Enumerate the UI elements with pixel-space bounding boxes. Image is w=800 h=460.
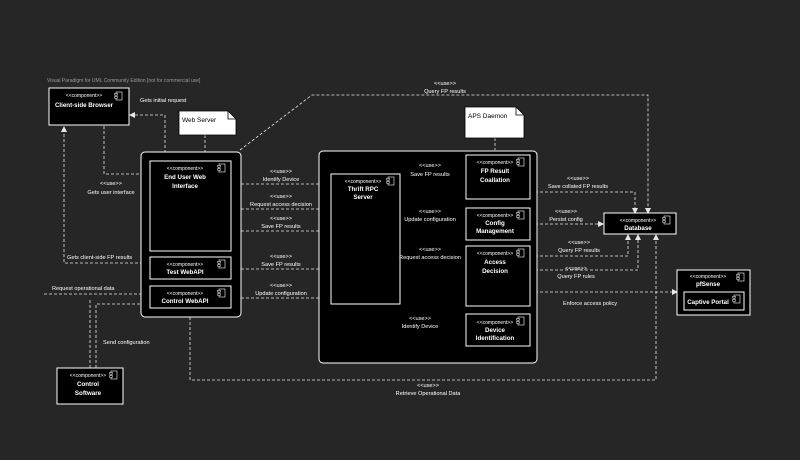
- component-config-management[interactable]: <<component>> Config Management: [465, 207, 531, 241]
- svg-text:pfSense: pfSense: [696, 281, 721, 288]
- svg-text:Captive Portal: Captive Portal: [687, 299, 729, 306]
- connector-labels: Gets initial request <<use>> Gets user i…: [52, 81, 617, 397]
- svg-text:<<use>>: <<use>>: [270, 169, 292, 175]
- svg-text:Device: Device: [485, 327, 506, 334]
- svg-text:Coallation: Coallation: [480, 177, 510, 184]
- component-end-user-web-interface[interactable]: <<component>> End User Web Interface: [149, 160, 232, 252]
- note-web-server: Web Server: [178, 110, 237, 136]
- label-identify-device-1: Identify Device: [263, 177, 300, 183]
- label-query-fp-results-2: Query FP results: [558, 248, 600, 254]
- svg-text:Interface: Interface: [172, 183, 198, 190]
- svg-text:<<component>>: <<component>>: [477, 251, 513, 257]
- label-persist-config: Persist config: [549, 217, 583, 223]
- label-request-operational: Request operational data: [52, 286, 115, 292]
- svg-text:<<use>>: <<use>>: [419, 209, 441, 215]
- svg-text:<<use>>: <<use>>: [417, 383, 439, 389]
- label-request-access-1: Request access decision: [250, 202, 312, 208]
- component-client-side-browser[interactable]: <<component>> Client-side Browser: [48, 87, 130, 126]
- svg-text:<<component>>: <<component>>: [690, 274, 726, 280]
- svg-text:<<component>>: <<component>>: [345, 179, 381, 185]
- svg-text:<<use>>: <<use>>: [565, 266, 587, 272]
- svg-text:<<component>>: <<component>>: [167, 291, 203, 297]
- component-thrift-rpc-server[interactable]: <<component>> Thrift RPC Server: [330, 173, 401, 305]
- svg-text:Client-side Browser: Client-side Browser: [55, 102, 114, 109]
- svg-text:<<component>>: <<component>>: [167, 262, 203, 268]
- svg-text:<<component>>: <<component>>: [167, 166, 203, 172]
- svg-text:Config: Config: [485, 220, 505, 227]
- label-save-fp-2: Save FP results: [261, 262, 301, 268]
- label-identify-device-2: Identify Device: [402, 324, 439, 330]
- svg-text:<<component>>: <<component>>: [477, 213, 513, 219]
- svg-text:<<use>>: <<use>>: [567, 176, 589, 182]
- label-send-configuration: Send configuration: [103, 340, 150, 346]
- label-gets-initial-request: Gets initial request: [140, 98, 187, 104]
- svg-text:<<component>>: <<component>>: [477, 320, 513, 326]
- component-database[interactable]: <<component>> Database: [603, 212, 677, 235]
- watermark: Visual Paradigm for UML Community Editio…: [47, 78, 201, 84]
- svg-text:<<use>>: <<use>>: [419, 247, 441, 253]
- svg-text:Control: Control: [77, 381, 99, 388]
- svg-text:Management: Management: [476, 228, 514, 235]
- svg-text:Server: Server: [353, 194, 373, 201]
- label-update-config-1: Update configuration: [255, 291, 307, 297]
- label-retrieve-operational: Retrieve Operational Data: [396, 391, 462, 397]
- component-control-webapi[interactable]: <<component>> Control WebAPI: [149, 285, 232, 309]
- svg-text:<<component>>: <<component>>: [620, 218, 656, 224]
- label-save-collated: Save collated FP results: [548, 184, 608, 190]
- component-access-decision[interactable]: <<component>> Access Decision: [465, 245, 531, 307]
- note-aps-daemon: APS Daemon: [464, 106, 525, 139]
- component-fp-result-coallation[interactable]: <<component>> FP Result Coallation: [465, 154, 531, 200]
- svg-text:<<component>>: <<component>>: [70, 373, 106, 379]
- component-test-webapi[interactable]: <<component>> Test WebAPI: [149, 256, 232, 280]
- svg-text:<<use>>: <<use>>: [419, 163, 441, 169]
- svg-text:<<use>>: <<use>>: [555, 209, 577, 215]
- label-request-access-2: Request access decision: [399, 255, 461, 261]
- label-save-fp-1: Save FP results: [261, 224, 301, 230]
- label-gets-user-interface: Gets user interface: [87, 190, 134, 196]
- component-device-identification[interactable]: <<component>> Device Identification: [465, 313, 531, 347]
- svg-text:<<use>>: <<use>>: [568, 240, 590, 246]
- svg-text:Thrift RPC: Thrift RPC: [348, 186, 379, 193]
- component-captive-portal[interactable]: Captive Portal: [683, 291, 745, 311]
- svg-text:<<use>>: <<use>>: [100, 181, 122, 187]
- svg-text:<<use>>: <<use>>: [434, 81, 456, 87]
- component-control-software[interactable]: <<component>> Control Software: [56, 367, 124, 405]
- label-save-fp-3: Save FP results: [410, 172, 450, 178]
- svg-text:<<component>>: <<component>>: [66, 93, 102, 99]
- label-query-fp-results-top: Query FP results: [424, 89, 466, 95]
- label-gets-client-fp: Gets client-side FP results: [67, 255, 132, 261]
- svg-text:Decision: Decision: [482, 268, 508, 275]
- label-query-fp-rules: Query FP rules: [557, 274, 595, 280]
- svg-text:<<use>>: <<use>>: [409, 316, 431, 322]
- svg-text:Identification: Identification: [476, 335, 515, 342]
- svg-text:Database: Database: [624, 225, 652, 232]
- svg-text:<<use>>: <<use>>: [270, 283, 292, 289]
- svg-text:Control WebAPI: Control WebAPI: [162, 298, 209, 305]
- label-enforce-access: Enforce access policy: [563, 301, 617, 307]
- svg-text:<<use>>: <<use>>: [270, 254, 292, 260]
- svg-text:Software: Software: [75, 390, 102, 397]
- svg-text:<<use>>: <<use>>: [270, 194, 292, 200]
- svg-text:<<component>>: <<component>>: [477, 160, 513, 166]
- svg-text:Access: Access: [484, 259, 506, 266]
- svg-text:Test WebAPI: Test WebAPI: [166, 269, 204, 276]
- svg-text:End User Web: End User Web: [164, 174, 206, 181]
- svg-text:<<use>>: <<use>>: [270, 216, 292, 222]
- svg-text:APS Daemon: APS Daemon: [468, 113, 508, 120]
- svg-text:FP Result: FP Result: [481, 168, 509, 175]
- label-update-config-2: Update configuration: [404, 217, 456, 223]
- svg-text:Web Server: Web Server: [182, 117, 217, 124]
